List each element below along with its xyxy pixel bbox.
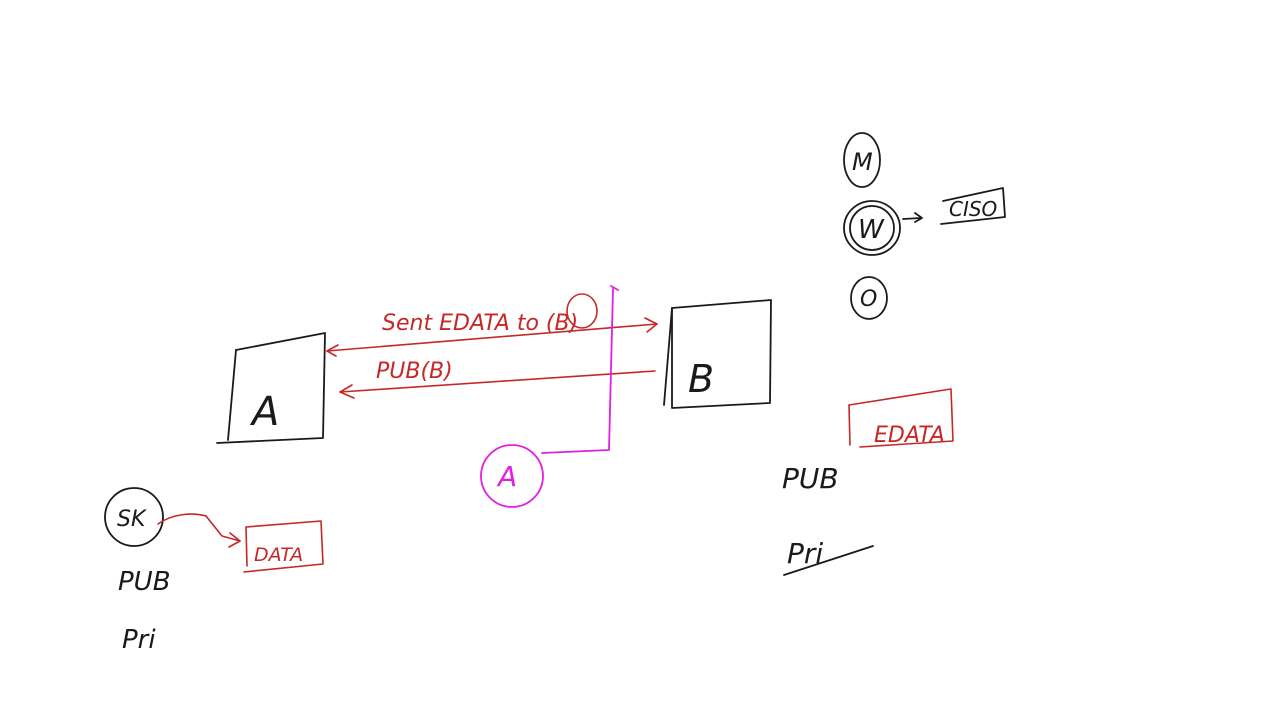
box-b: B — [663, 299, 772, 409]
sk-label: SK — [117, 507, 147, 532]
data-box: DATA — [243, 520, 324, 573]
secret-key: SK — [104, 487, 164, 547]
arrow-a-to-b: Sent EDATA to (B) — [326, 293, 658, 357]
right-pri-underline — [783, 545, 874, 576]
right-pub-label: PUB — [782, 462, 839, 495]
attacker-label: A — [496, 460, 517, 493]
sk-to-data-arrow — [157, 513, 241, 548]
w-to-ciso-arrowhead — [914, 212, 923, 223]
ciso-label: CISO — [949, 197, 997, 221]
circle-o — [850, 276, 888, 320]
attacker: A — [480, 285, 619, 508]
arrow-b-to-a-label: PUB(B) — [376, 359, 453, 384]
box-b-label: B — [688, 357, 714, 401]
box-a-label: A — [249, 389, 279, 435]
circle-m — [843, 132, 881, 188]
circle-w-label: W — [858, 215, 885, 245]
arrow-a-to-b-label: Sent EDATA to (B) — [382, 311, 578, 336]
box-a: A — [216, 332, 326, 444]
circle-m-label: M — [852, 148, 873, 176]
recipient-circle — [566, 293, 598, 329]
edata-box: EDATA — [848, 388, 954, 448]
circle-o-label: O — [860, 287, 877, 312]
ciso-box — [940, 187, 1006, 225]
w-to-ciso-arrow — [902, 217, 922, 220]
circle-w-inner — [849, 205, 895, 251]
arrow-b-to-a: PUB(B) — [339, 359, 656, 399]
circle-w — [843, 200, 901, 256]
edata-label: EDATA — [874, 423, 945, 448]
sk-circle — [104, 487, 164, 547]
left-pri-label: Pri — [122, 625, 156, 655]
attacker-circle — [480, 444, 544, 508]
left-pub-label: PUB — [118, 567, 171, 597]
data-label: DATA — [254, 544, 303, 566]
role-stack: M W O CISO — [843, 132, 1006, 320]
right-pri-label: Pri — [787, 537, 823, 570]
